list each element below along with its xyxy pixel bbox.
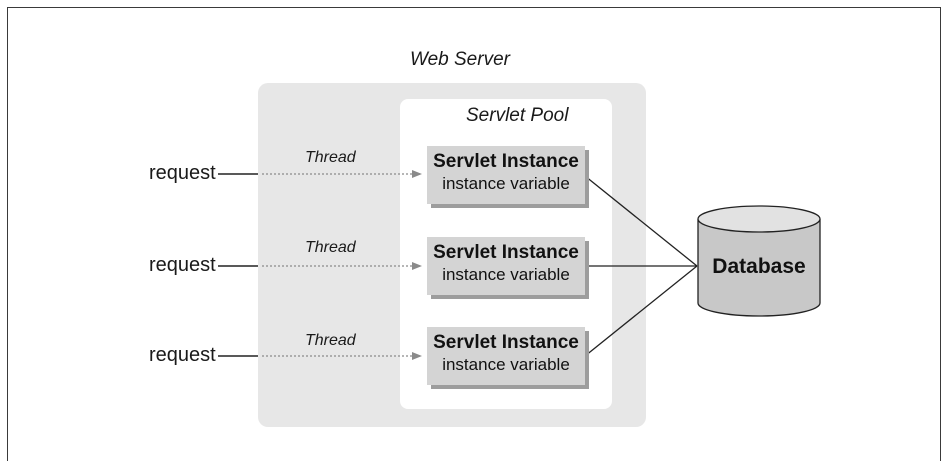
figure-frame <box>7 7 941 461</box>
request-label-2: request <box>149 254 216 276</box>
servlet-instance-name: Servlet Instance <box>433 332 579 353</box>
instance-variable-label: instance variable <box>442 174 570 193</box>
database-cylinder <box>697 205 821 317</box>
servlet-instance-1: Servlet Instance instance variable <box>427 146 585 204</box>
db-connector-1 <box>584 175 698 267</box>
db-connector-3 <box>584 265 698 357</box>
thread-label-1: Thread <box>305 149 356 166</box>
web-server-title: Web Server <box>410 49 510 70</box>
servlet-instance-name: Servlet Instance <box>433 242 579 263</box>
instance-variable-label: instance variable <box>442 265 570 284</box>
servlet-instance-3: Servlet Instance instance variable <box>427 327 585 385</box>
thread-label-3: Thread <box>305 332 356 349</box>
servlet-pool-title: Servlet Pool <box>466 105 569 126</box>
request-label-3: request <box>149 344 216 366</box>
servlet-instance-name: Servlet Instance <box>433 151 579 172</box>
database-label: Database <box>712 255 806 278</box>
thread-label-2: Thread <box>305 239 356 256</box>
instance-variable-label: instance variable <box>442 355 570 374</box>
request-label-1: request <box>149 162 216 184</box>
servlet-instance-2: Servlet Instance instance variable <box>427 237 585 295</box>
